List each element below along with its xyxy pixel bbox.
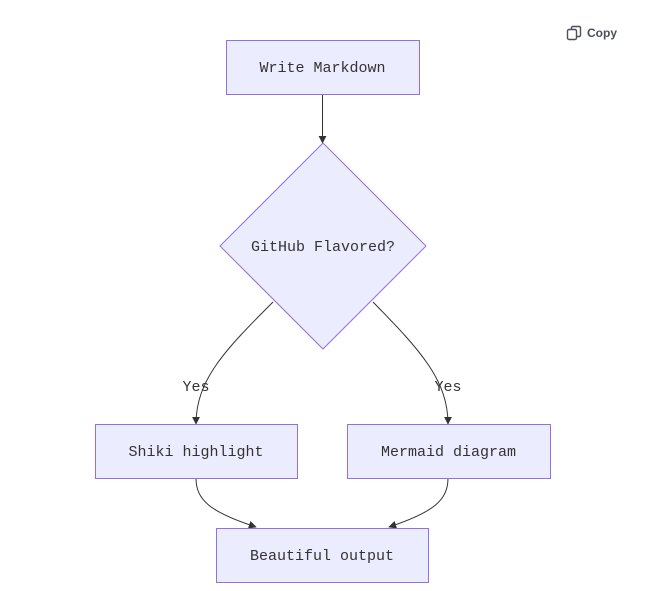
node-shiki: Shiki highlight — [95, 424, 298, 479]
node-label-gfm: GitHub Flavored? — [251, 239, 395, 256]
node-shape-shiki — [95, 424, 298, 479]
edge-shiki-output — [195, 477, 257, 529]
node-shape-output — [216, 528, 429, 583]
node-output: Beautiful output — [216, 528, 429, 583]
node-shape-mermaid — [347, 424, 551, 479]
node-label-shiki: Shiki highlight — [128, 444, 263, 461]
node-shape-gfm — [219, 142, 427, 350]
node-gfm: GitHub Flavored? — [219, 142, 427, 350]
edge-gfm-shiki — [192, 301, 274, 425]
node-shape-write — [226, 40, 420, 95]
node-label-mermaid: Mermaid diagram — [381, 444, 516, 461]
copy-button[interactable]: Copy — [566, 22, 617, 44]
copy-label: Copy — [587, 26, 617, 40]
node-label-output: Beautiful output — [250, 548, 394, 565]
edge-label-gfm-mermaid: Yes — [434, 379, 461, 396]
edge-label-gfm-shiki: Yes — [182, 379, 209, 396]
copy-icon — [566, 25, 582, 41]
node-label-write: Write Markdown — [259, 60, 385, 77]
edge-gfm-mermaid — [372, 301, 452, 425]
node-write: Write Markdown — [226, 40, 420, 95]
edge-mermaid-output — [388, 477, 449, 529]
node-mermaid: Mermaid diagram — [347, 424, 551, 479]
